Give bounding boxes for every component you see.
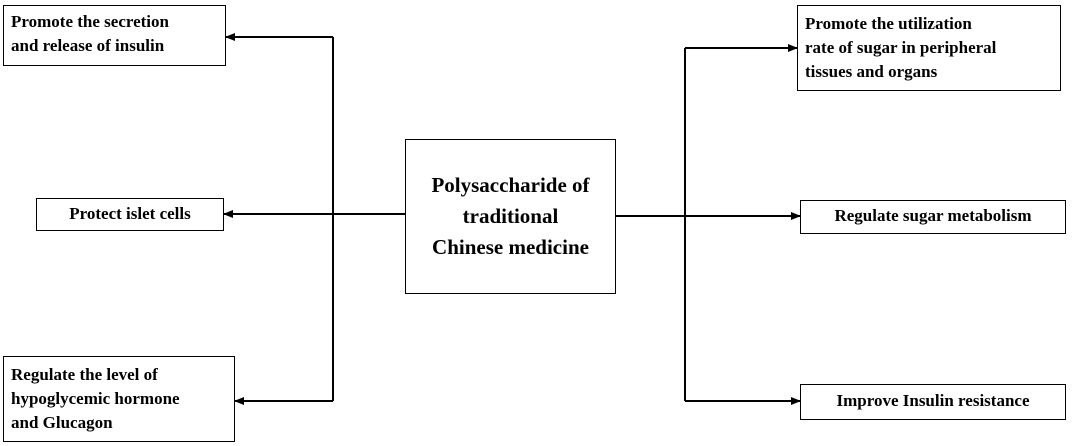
- effect-line: tissues and organs: [805, 62, 938, 81]
- effect-line: Improve Insulin resistance: [836, 391, 1030, 410]
- effect-box-hormone-level: Regulate the level of hypoglycemic hormo…: [3, 356, 235, 442]
- effect-line: Regulate the level of: [11, 365, 158, 384]
- effect-line: hypoglycemic hormone: [11, 389, 180, 408]
- center-node-line-2: traditional: [462, 204, 559, 228]
- center-node-line-1: Polysaccharide of: [431, 173, 590, 197]
- center-node-line-3: Chinese medicine: [432, 235, 589, 259]
- effect-line: Protect islet cells: [69, 204, 191, 223]
- effect-box-insulin-resistance: Improve Insulin resistance: [800, 384, 1066, 420]
- effect-line: Regulate sugar metabolism: [834, 206, 1032, 225]
- effect-line: and release of insulin: [11, 36, 165, 55]
- effect-box-insulin-secretion: Promote the secretion and release of ins…: [3, 5, 226, 66]
- effect-box-sugar-utilization: Promote the utilization rate of sugar in…: [797, 5, 1061, 91]
- effect-box-islet-cells: Protect islet cells: [36, 198, 224, 231]
- effect-line: and Glucagon: [11, 413, 113, 432]
- effect-line: Promote the secretion: [11, 12, 169, 31]
- effect-line: rate of sugar in peripheral: [805, 38, 997, 57]
- center-node-box: Polysaccharide of traditional Chinese me…: [405, 139, 616, 294]
- effect-line: Promote the utilization: [805, 14, 972, 33]
- effect-box-sugar-metabolism: Regulate sugar metabolism: [800, 200, 1066, 234]
